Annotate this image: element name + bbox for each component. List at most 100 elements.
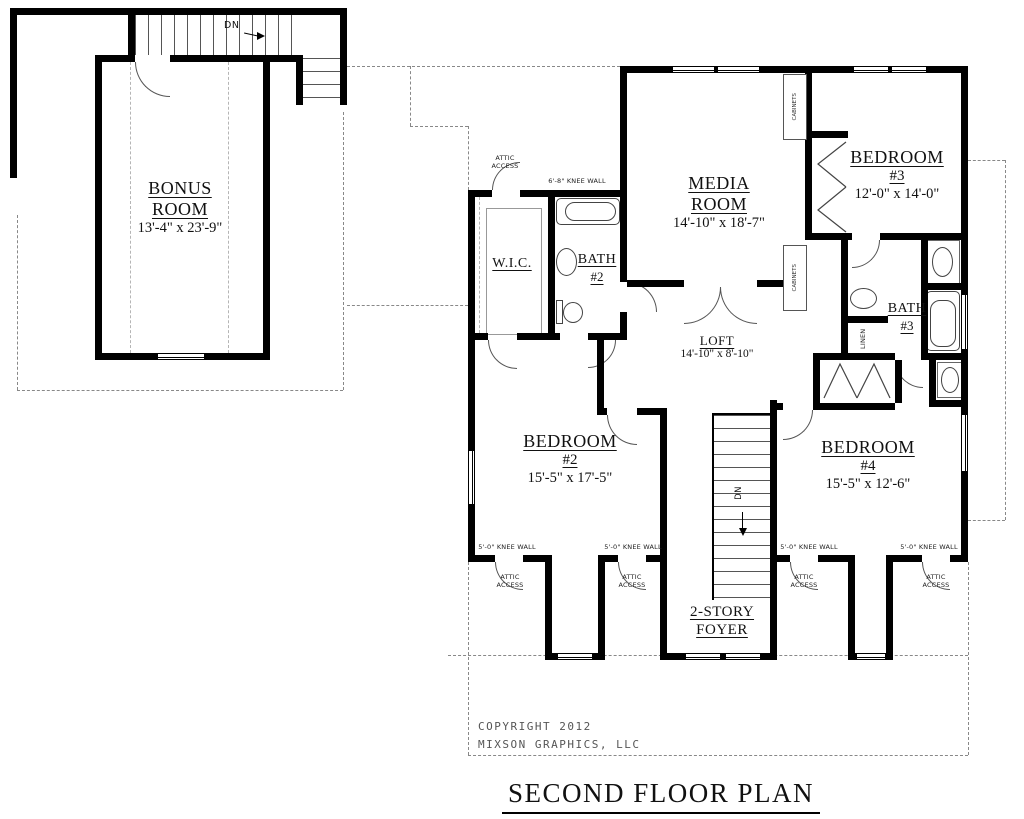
door-arc — [852, 240, 880, 268]
eave-dashed-line — [968, 562, 969, 755]
eave-dashed-line — [17, 215, 18, 390]
loft-label: LOFT 14'-10" x 8'-10" — [660, 333, 774, 362]
dn-arrow-line — [742, 512, 743, 528]
wall — [820, 353, 848, 360]
bonus-stairs-winder — [303, 58, 340, 105]
dormer-wall — [598, 555, 605, 660]
knee-wall — [950, 555, 968, 562]
window — [853, 66, 889, 73]
attic-access-line1: ATTIC — [794, 573, 814, 581]
wall — [296, 55, 303, 105]
french-door-arc — [720, 287, 757, 324]
wall — [548, 190, 555, 340]
wall — [597, 408, 607, 415]
eave-dashed-line — [347, 66, 620, 67]
dormer-wall — [848, 555, 855, 660]
main-stairs-treads — [714, 415, 770, 600]
wall — [637, 408, 667, 415]
knee-wall-label: 5'-0" KNEE WALL — [780, 543, 838, 551]
cabinets: CABINETS — [783, 245, 807, 311]
closet-shelving — [486, 208, 542, 335]
wall — [10, 8, 17, 178]
room-dims: 13'-4" x 23'-9" — [137, 220, 223, 237]
wall — [95, 353, 157, 360]
window — [468, 450, 475, 505]
double-closet-doors — [823, 362, 891, 399]
wall — [468, 190, 492, 197]
room-name: MEDIA — [688, 173, 750, 193]
eave-dashed-line — [468, 755, 968, 756]
wall — [468, 505, 475, 562]
room-name: BATH — [577, 252, 617, 267]
knee-wall-label: 5'-0" KNEE WALL — [478, 543, 536, 551]
wall — [620, 66, 968, 73]
copyright-line1: COPYRIGHT 2012 — [478, 720, 592, 733]
eave-dashed-line — [468, 562, 469, 755]
bedroom2-label: BEDROOM #2 15'-5" x 17'-5" — [503, 431, 637, 487]
window — [961, 294, 968, 350]
closet-shelf-dashed-line — [479, 197, 480, 333]
french-door-arc — [684, 287, 721, 324]
wall — [895, 360, 902, 403]
dn-arrow-icon — [739, 528, 747, 536]
room-name: LOFT — [699, 333, 735, 348]
window — [891, 66, 927, 73]
stair-rail — [712, 413, 776, 415]
bath2-label: BATH #2 — [570, 252, 624, 284]
attic-access-line2: ACCESS — [496, 580, 524, 589]
room-number: #2 — [562, 452, 578, 469]
sink — [932, 247, 953, 277]
knee-wall — [605, 555, 618, 562]
wall — [627, 280, 684, 287]
wall — [923, 353, 968, 360]
attic-access-line1: ATTIC — [495, 154, 515, 162]
copyright-line2: MIXSON GRAPHICS, LLC — [478, 737, 641, 751]
room-name: BEDROOM — [523, 431, 617, 451]
attic-access-label: ATTIC ACCESS — [482, 154, 528, 171]
wall — [770, 400, 777, 660]
attic-access-label: ATTIC ACCESS — [492, 573, 528, 590]
knee-wall — [893, 555, 922, 562]
wall — [757, 280, 787, 287]
room-name: BONUS — [148, 178, 212, 198]
bifold-closet-doors — [817, 141, 847, 233]
wall — [929, 400, 968, 407]
wall — [128, 8, 135, 55]
linen-label: LINEN — [859, 328, 867, 350]
window — [725, 653, 761, 660]
eave-dashed-line — [968, 520, 1005, 521]
wall — [340, 8, 347, 105]
wall — [205, 353, 270, 360]
wall — [263, 62, 270, 360]
attic-access-label: ATTIC ACCESS — [918, 573, 954, 590]
wall — [468, 333, 488, 340]
eave-dashed-line — [1005, 160, 1006, 520]
window — [717, 66, 760, 73]
wall — [620, 66, 627, 282]
knee-wall-label: 5'-0" KNEE WALL — [900, 543, 958, 551]
door-arc — [783, 410, 813, 440]
room-name: W.I.C. — [492, 256, 532, 271]
eave-dashed-line — [468, 126, 469, 190]
bedroom3-label: BEDROOM #3 12'-0" x 14'-0" — [833, 147, 961, 203]
room-dims: 15'-5" x 17'-5" — [527, 469, 613, 486]
eave-dashed-line — [343, 112, 344, 390]
wall — [813, 403, 895, 410]
bath3-label: BATH #3 — [878, 301, 936, 333]
attic-access-line2: ACCESS — [618, 580, 646, 589]
room-dims: 14'-10" x 8'-10" — [680, 348, 754, 361]
knee-wall — [777, 555, 790, 562]
wall — [921, 283, 968, 290]
wall — [812, 233, 852, 240]
knee-wall — [468, 555, 495, 562]
wall — [929, 360, 936, 404]
room-dims: 15'-5" x 12'-6" — [825, 475, 911, 492]
wall — [95, 55, 135, 62]
room-dims: 14'-10" x 18'-7" — [673, 215, 765, 232]
stairs-dn-label: DN — [224, 20, 240, 31]
room-number: #3 — [900, 317, 914, 333]
room-name: BEDROOM — [850, 147, 944, 167]
drawing-title: SECOND FLOOR PLAN — [502, 778, 821, 814]
wall — [10, 8, 347, 15]
